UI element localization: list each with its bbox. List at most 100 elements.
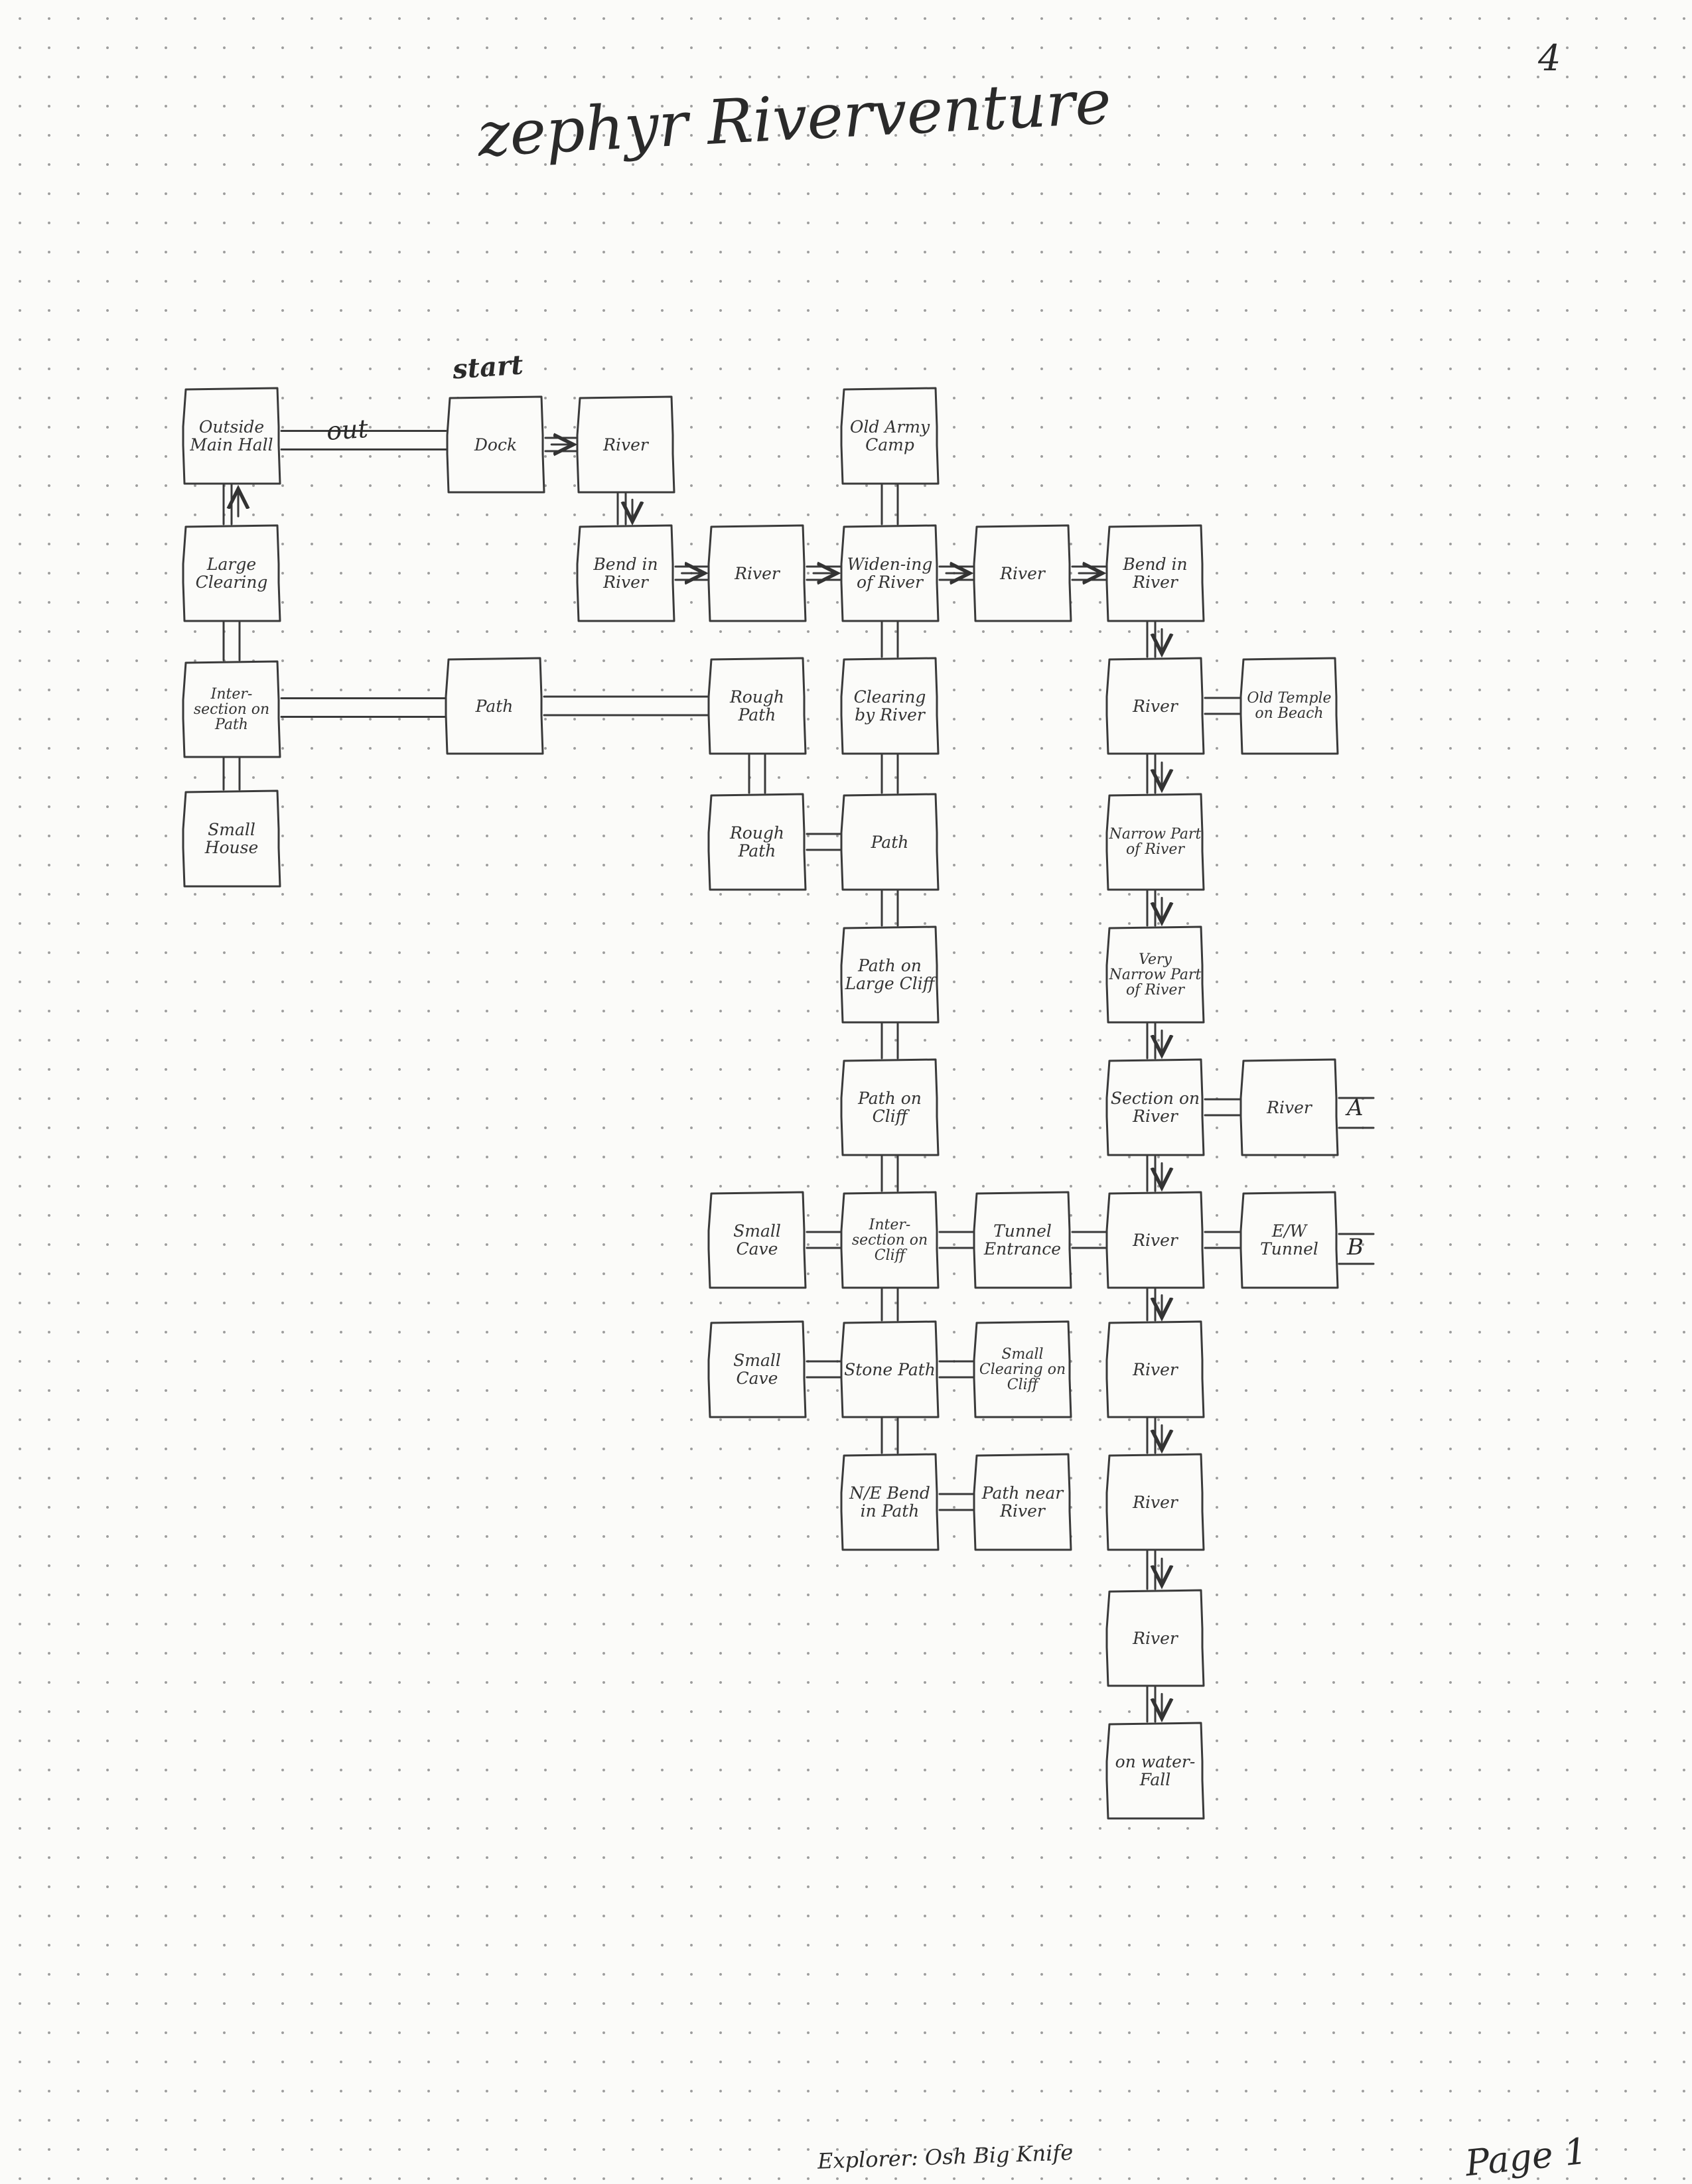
room-small-house: Small House <box>182 789 281 888</box>
room-label: Path <box>871 832 909 852</box>
room-outline <box>1105 793 1205 891</box>
room-label: E/W Tunnel <box>1260 1221 1318 1259</box>
room-bend-in-river-1: Bend in River <box>576 524 675 622</box>
room-outline <box>840 387 940 485</box>
room-outline <box>1105 1191 1205 1289</box>
room-intersection-on-cliff: Inter-section on Cliff <box>840 1191 940 1289</box>
exit-marker-b: B <box>1347 1234 1364 1261</box>
room-outline <box>973 524 1072 622</box>
room-outline <box>1105 1320 1205 1418</box>
room-label: Path on Cliff <box>858 1089 922 1126</box>
room-tunnel-entrance: Tunnel Entrance <box>973 1191 1072 1289</box>
room-label: N/E Bend in Path <box>849 1483 930 1521</box>
room-large-clearing: Large Clearing <box>182 524 281 622</box>
room-label: Path <box>475 696 514 716</box>
room-label: Section on River <box>1110 1089 1200 1126</box>
room-section-on-river: Section on River <box>1105 1058 1205 1156</box>
room-river-2: River <box>707 524 807 622</box>
room-outline <box>576 524 675 622</box>
room-label: Widen-ing of River <box>847 555 933 592</box>
room-path-west: Path <box>445 657 544 755</box>
room-outline <box>840 524 940 622</box>
room-outline <box>182 789 281 888</box>
room-clearing-by-river: Clearing by River <box>840 657 940 755</box>
room-narrow-part-of-river: Narrow Part of River <box>1105 793 1205 891</box>
room-stone-path: Stone Path <box>840 1320 940 1418</box>
room-river-4: River <box>1105 657 1205 755</box>
room-widening-of-river: Widen-ing of River <box>840 524 940 622</box>
room-outline <box>182 387 281 485</box>
room-outline <box>840 1320 940 1418</box>
room-outline <box>840 1453 940 1551</box>
room-outline <box>1239 1058 1339 1156</box>
room-label: Old Army Camp <box>849 417 930 454</box>
room-outline <box>973 1320 1072 1418</box>
room-path-center: Path <box>840 793 940 891</box>
room-label: Rough Path <box>729 823 785 860</box>
room-rough-path-2: Rough Path <box>707 793 807 891</box>
room-outline <box>446 395 545 494</box>
room-outline <box>1239 657 1339 755</box>
room-outline <box>707 793 807 891</box>
room-label: Bend in River <box>593 555 658 592</box>
room-outline <box>1105 1058 1205 1156</box>
room-outline <box>1105 1722 1205 1820</box>
room-label: Old Temple on Beach <box>1247 690 1332 722</box>
room-outline <box>707 1320 807 1418</box>
room-label: Small Clearing on Cliff <box>979 1345 1066 1393</box>
room-label: Clearing by River <box>853 687 926 724</box>
room-label: Stone Path <box>844 1359 936 1379</box>
room-outline <box>182 524 281 622</box>
room-outline <box>1105 524 1205 622</box>
out-label: out <box>325 413 370 446</box>
room-label: River <box>1133 1492 1178 1512</box>
page-number: 4 <box>1538 37 1561 79</box>
room-label: on water-Fall <box>1115 1752 1196 1789</box>
room-label: Tunnel Entrance <box>983 1221 1062 1259</box>
room-old-temple-on-beach: Old Temple on Beach <box>1239 657 1339 755</box>
room-river-7: River <box>1105 1453 1205 1551</box>
room-outline <box>973 1191 1072 1289</box>
room-outline <box>182 660 281 758</box>
room-label: River <box>1133 1230 1178 1250</box>
room-rough-path-1: Rough Path <box>707 657 807 755</box>
room-river-3: River <box>973 524 1072 622</box>
room-outline <box>576 395 675 494</box>
room-path-on-cliff: Path on Cliff <box>840 1058 940 1156</box>
room-label: Small House <box>204 820 259 857</box>
room-dock: Dock <box>446 395 545 494</box>
room-river-5: River <box>1105 1191 1205 1289</box>
room-label: Inter-section on Path <box>193 685 270 733</box>
room-on-waterfall: on water-Fall <box>1105 1722 1205 1820</box>
room-label: River <box>1267 1097 1312 1117</box>
room-ne-bend-in-path: N/E Bend in Path <box>840 1453 940 1551</box>
room-label: Small Cave <box>733 1351 781 1388</box>
room-label: Dock <box>474 435 518 454</box>
room-label: River <box>1133 1359 1178 1379</box>
room-old-army-camp: Old Army Camp <box>840 387 940 485</box>
room-path-on-large-cliff: Path on Large Cliff <box>840 925 940 1024</box>
room-label: River <box>1133 696 1178 716</box>
exit-marker-a: A <box>1347 1095 1364 1121</box>
room-label: River <box>1133 1628 1178 1648</box>
room-outline <box>1105 1453 1205 1551</box>
room-outline <box>840 657 940 755</box>
room-small-cave-2: Small Cave <box>707 1320 807 1418</box>
room-outline <box>840 1191 940 1289</box>
room-river-8: River <box>1105 1589 1205 1687</box>
room-ew-tunnel: E/W Tunnel <box>1239 1191 1339 1289</box>
room-label: Small Cave <box>733 1221 781 1259</box>
room-river-6: River <box>1105 1320 1205 1418</box>
room-outline <box>445 657 544 755</box>
room-label: Bend in River <box>1123 555 1188 592</box>
room-outline <box>1105 925 1205 1024</box>
room-outline <box>1239 1191 1339 1289</box>
room-label: Rough Path <box>729 687 785 724</box>
room-very-narrow-part-of-river: Very Narrow Part of River <box>1105 925 1205 1024</box>
room-label: Narrow Part of River <box>1109 826 1202 858</box>
room-small-cave-1: Small Cave <box>707 1191 807 1289</box>
room-outline <box>973 1453 1072 1551</box>
room-river-1: River <box>576 395 675 494</box>
room-small-clearing-on-cliff: Small Clearing on Cliff <box>973 1320 1072 1418</box>
